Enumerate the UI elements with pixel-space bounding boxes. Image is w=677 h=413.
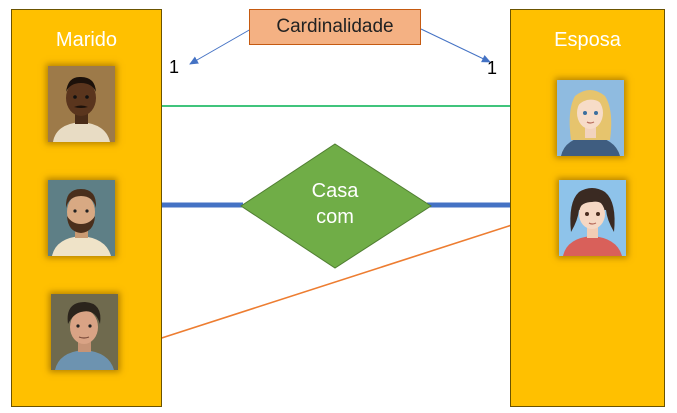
right-cardinality: 1 <box>487 58 498 78</box>
relationship-label-line1: Casa <box>311 180 359 202</box>
relationship-label: Casa com <box>285 178 385 230</box>
husband-portrait-2 <box>48 180 115 256</box>
relationship-label-line2: com <box>316 206 354 228</box>
husband-portrait-3 <box>51 294 118 370</box>
wife-portrait-1 <box>557 80 624 156</box>
cardinality-pointer-right <box>420 28 491 63</box>
cardinality-pointer-left <box>189 28 252 65</box>
entity-marido-title: Marido <box>55 29 118 51</box>
cardinality-label: Cardinalidade <box>249 9 421 45</box>
relationship-diamond <box>240 143 432 269</box>
mapping-arrow-orange <box>139 212 547 346</box>
husband-portrait-1 <box>48 66 115 142</box>
left-cardinality: 1 <box>169 57 180 77</box>
entity-esposa-title: Esposa <box>554 29 621 51</box>
wife-portrait-2 <box>559 180 626 256</box>
